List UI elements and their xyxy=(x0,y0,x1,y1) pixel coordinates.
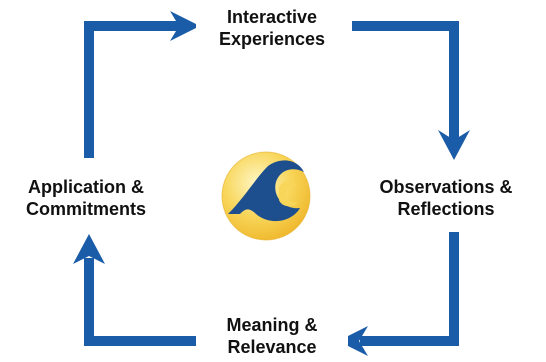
node-label-line: Commitments xyxy=(25,199,146,219)
node-label-line: Experiences xyxy=(218,29,326,49)
node-label-line: Relevance xyxy=(227,337,317,357)
arrow-left-to-top xyxy=(84,11,200,158)
node-application-commitments: Application & Commitments xyxy=(6,176,166,220)
node-label-line: Meaning & xyxy=(226,315,318,335)
arrow-top-to-right xyxy=(352,21,470,160)
wave-logo-icon xyxy=(221,151,311,241)
node-label-line: Interactive xyxy=(226,7,318,27)
node-label-line: Observations & xyxy=(379,177,513,197)
node-observations-reflections: Observations & Reflections xyxy=(360,176,532,220)
node-interactive-experiences: Interactive Experiences xyxy=(196,6,348,50)
node-meaning-relevance: Meaning & Relevance xyxy=(196,314,348,358)
arrow-bottom-to-left xyxy=(73,234,208,346)
arrow-right-to-bottom xyxy=(338,232,459,356)
node-label-line: Application & xyxy=(28,177,144,197)
node-label-line: Reflections xyxy=(397,199,495,219)
